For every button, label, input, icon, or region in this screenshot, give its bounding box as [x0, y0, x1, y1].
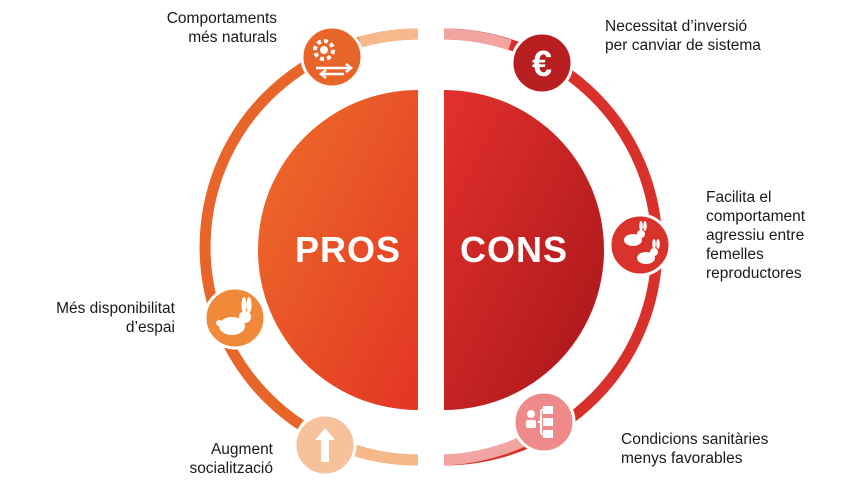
- cons-item-2-line-4: femelles: [706, 246, 764, 263]
- cons-item-2-label: Facilita el comportament agressiu entre …: [706, 188, 805, 283]
- pros-item-1-line-2: més naturals: [188, 29, 277, 46]
- euro-icon: €: [510, 31, 574, 95]
- pros-label: PROS: [295, 229, 401, 270]
- up-arrow-icon: [293, 413, 357, 477]
- two-rabbits-icon: [608, 213, 672, 277]
- cons-item-1-line-1: Necessitat d’inversió: [605, 18, 748, 35]
- pros-item-2-line-2: d’espai: [125, 319, 175, 336]
- pros-item-1-label: Comportaments més naturals: [167, 9, 277, 47]
- cons-item-1-line-2: per canviar de sistema: [605, 37, 761, 54]
- gear-arrows-icon: [300, 25, 364, 89]
- rabbit-icon: [203, 286, 267, 350]
- pros-item-2-label: Més disponibilitat d’espai: [56, 299, 175, 337]
- cons-item-2-line-3: agressiu entre: [706, 227, 805, 244]
- svg-text:€: €: [532, 43, 552, 84]
- cons-label: CONS: [460, 229, 568, 270]
- pros-ring-arc-light-top: [358, 28, 419, 48]
- pros-half-circle: [258, 90, 418, 410]
- cons-half-circle: [444, 90, 604, 410]
- pros-item-3-line-1: Augment: [210, 441, 273, 458]
- pros-item-3-label: Augment socialització: [189, 440, 273, 478]
- cons-item-3-line-2: menys favorables: [621, 450, 743, 467]
- cons-item-2-line-5: reproductores: [706, 265, 802, 282]
- cons-item-2-line-1: Facilita el: [706, 189, 772, 206]
- cons-item-3-label: Condicions sanitàries menys favorables: [621, 430, 768, 468]
- hierarchy-icon: [512, 390, 576, 454]
- pros-item-2-line-1: Més disponibilitat: [56, 300, 175, 317]
- pros-item-3-line-2: socialització: [189, 460, 273, 477]
- cons-ring-arc-light-top: [443, 28, 512, 51]
- pros-item-1-line-1: Comportaments: [166, 10, 277, 27]
- cons-item-1-label: Necessitat d’inversió per canviar de sis…: [605, 17, 761, 55]
- cons-item-3-line-1: Condicions sanitàries: [621, 431, 769, 448]
- cons-item-2-line-2: comportament: [706, 208, 806, 225]
